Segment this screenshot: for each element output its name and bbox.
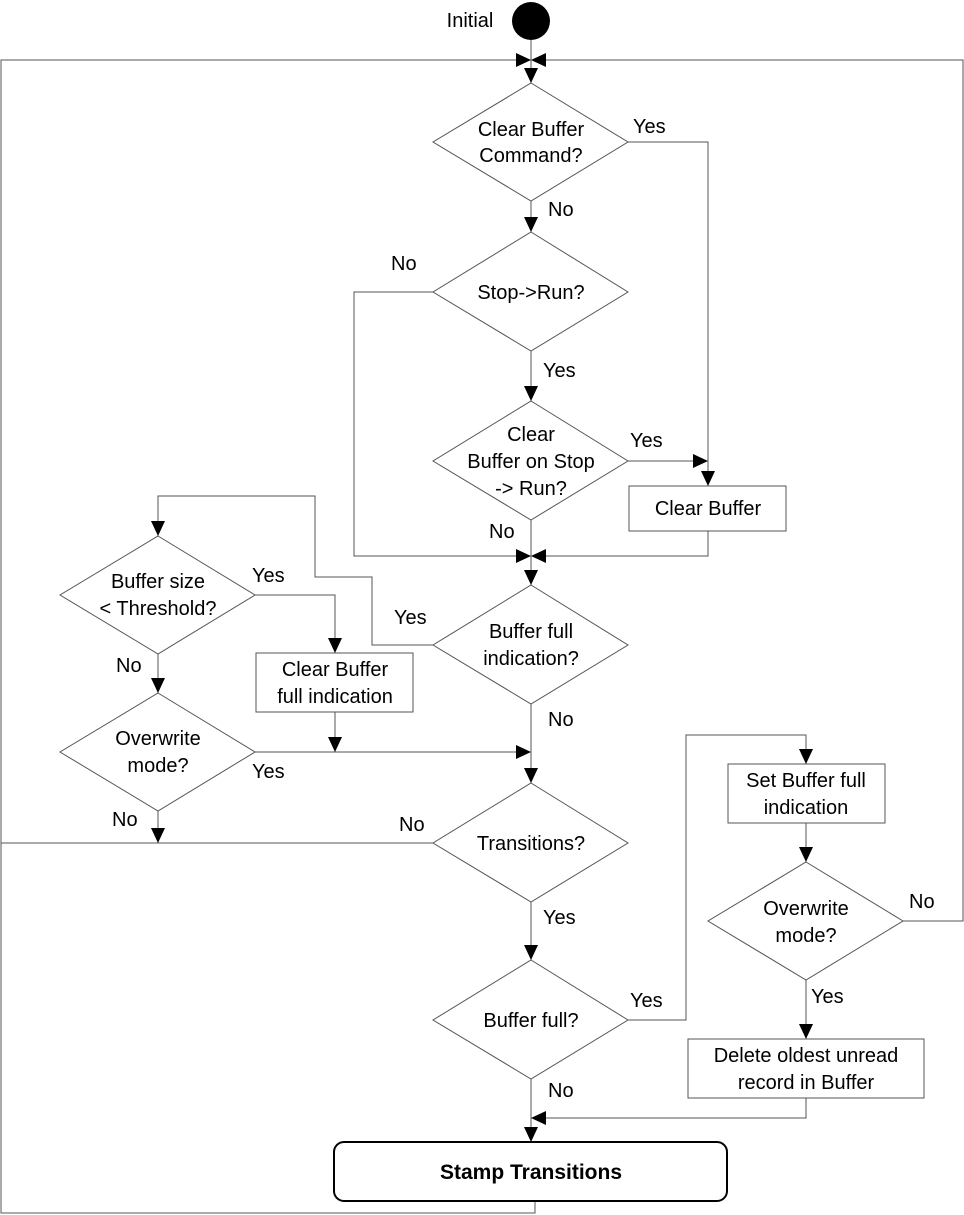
edge-stop-run-no	[353, 291, 516, 557]
decision-buffer-full-indication: Buffer full indication?	[432, 584, 629, 705]
arrowhead-icon	[524, 945, 538, 960]
arrowhead-icon	[524, 217, 538, 232]
edge-label-no: No	[399, 814, 425, 836]
arrowhead-icon	[531, 1111, 546, 1125]
process-text: record in Buffer	[738, 1072, 875, 1094]
decision-text: Overwrite	[763, 898, 849, 920]
edge-clear-cmd-yes	[628, 141, 709, 486]
edge-label-no: No	[548, 1080, 574, 1102]
terminal-stamp-transitions: Stamp Transitions	[333, 1141, 728, 1202]
process-text: Set Buffer full	[746, 770, 866, 792]
arrowhead-icon	[516, 745, 531, 759]
process-delete-oldest-record: Delete oldest unread record in Buffer	[687, 1038, 925, 1099]
edge-label-yes: Yes	[630, 430, 663, 452]
process-set-buffer-full-indication: Set Buffer full indication	[727, 763, 886, 824]
process-text: Clear Buffer	[282, 659, 389, 681]
edge-buffer-full-ind-yes	[157, 495, 433, 646]
arrowhead-icon	[701, 471, 715, 486]
terminal-text: Stamp Transitions	[440, 1161, 622, 1184]
arrowhead-icon	[516, 53, 531, 67]
edge-label-no: No	[548, 199, 574, 221]
decision-text: indication?	[483, 648, 579, 670]
decision-text: Clear Buffer	[478, 119, 585, 141]
decision-text: mode?	[775, 925, 836, 947]
edge-label-yes: Yes	[811, 986, 844, 1008]
arrowhead-icon	[151, 521, 165, 536]
decision-text: -> Run?	[495, 478, 567, 500]
arrowhead-icon	[151, 828, 165, 843]
decision-text: Buffer size	[111, 571, 205, 593]
decision-transitions: Transitions?	[432, 782, 629, 903]
edge-label-no: No	[548, 709, 574, 731]
decision-text: Buffer full?	[483, 1010, 578, 1032]
decision-buffer-full: Buffer full?	[432, 959, 629, 1080]
arrowhead-icon	[799, 1024, 813, 1039]
arrowhead-icon	[531, 549, 546, 563]
edge-label-no: No	[489, 521, 515, 543]
decision-text: Clear	[507, 424, 555, 446]
edge-label-no: No	[909, 891, 935, 913]
edge-buffer-full-yes	[628, 734, 807, 1021]
decision-text: Buffer full	[489, 621, 573, 643]
decision-stop-run: Stop->Run?	[432, 231, 629, 352]
initial-label: Initial	[447, 10, 494, 32]
edge-delete-oldest-out	[546, 1098, 807, 1119]
process-text: Delete oldest unread	[714, 1045, 899, 1067]
arrowhead-icon	[524, 386, 538, 401]
decision-overwrite-mode-left: Overwrite mode?	[59, 692, 256, 812]
edge-clear-buffer-out	[546, 531, 709, 557]
arrowhead-icon	[524, 1127, 538, 1142]
decision-text: Stop->Run?	[477, 282, 584, 304]
decision-clear-on-stop-run: Clear Buffer on Stop -> Run?	[432, 400, 629, 521]
arrowhead-icon	[531, 53, 546, 67]
arrowhead-icon	[524, 570, 538, 585]
arrowhead-icon	[516, 549, 531, 563]
edge-label-yes: Yes	[394, 607, 427, 629]
edge-right-return-loop	[546, 59, 964, 922]
arrowhead-icon	[799, 749, 813, 764]
edge-label-no: No	[116, 655, 142, 677]
decision-text: mode?	[127, 755, 188, 777]
process-text: Clear Buffer	[655, 498, 762, 520]
edge-label-yes: Yes	[543, 907, 576, 929]
arrowhead-icon	[524, 68, 538, 83]
initial-node-icon	[512, 2, 550, 40]
edge-label-yes: Yes	[630, 990, 663, 1012]
decision-text: < Threshold?	[100, 598, 217, 620]
decision-text: Command?	[479, 145, 582, 167]
decision-buffer-size-threshold: Buffer size < Threshold?	[59, 535, 256, 655]
edge-label-yes: Yes	[633, 116, 666, 138]
edge-label-no: No	[391, 253, 417, 275]
process-clear-buffer: Clear Buffer	[628, 485, 787, 532]
decision-clear-buffer-command: Clear Buffer Command?	[432, 82, 629, 202]
edge-label-yes: Yes	[543, 360, 576, 382]
process-text: full indication	[277, 686, 393, 708]
process-text: indication	[764, 797, 849, 819]
edge-label-no: No	[112, 809, 138, 831]
decision-overwrite-mode-right: Overwrite mode?	[707, 861, 904, 981]
arrowhead-icon	[151, 678, 165, 693]
arrowhead-icon	[328, 638, 342, 653]
decision-text: Transitions?	[477, 833, 585, 855]
process-clear-buffer-full-indication: Clear Buffer full indication	[255, 652, 414, 713]
edge-left-return-loop	[0, 59, 536, 1214]
arrowhead-icon	[799, 847, 813, 862]
arrowheads	[151, 53, 813, 1142]
decision-text: Buffer on Stop	[467, 451, 595, 473]
arrowhead-icon	[693, 454, 708, 468]
edge-size-threshold-yes	[255, 594, 336, 653]
edge-label-yes: Yes	[252, 565, 285, 587]
arrowhead-icon	[328, 737, 342, 752]
decision-text: Overwrite	[115, 728, 201, 750]
edge-labels: Yes No No Yes Yes No Yes No Yes No Yes N…	[112, 116, 935, 1102]
edge-label-yes: Yes	[252, 761, 285, 783]
arrowhead-icon	[524, 768, 538, 783]
